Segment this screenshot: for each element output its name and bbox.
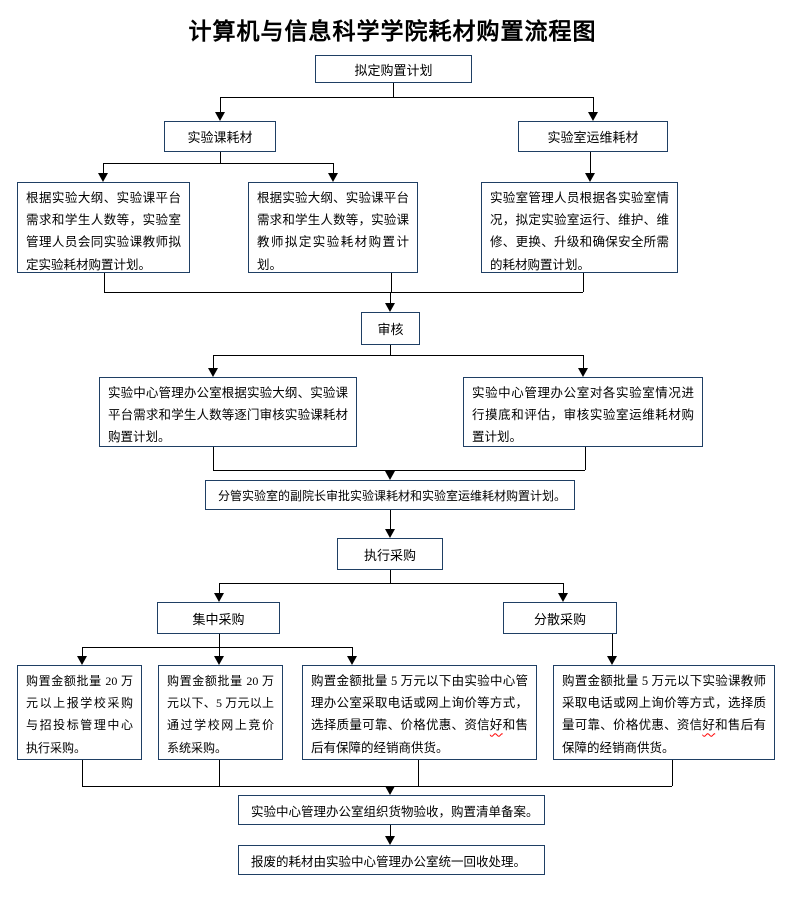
- node-plan-course-manager: 根据实验大纲、实验课平台需求和学生人数等，实验室管理人员会同实验课教师拟定实验耗…: [17, 182, 190, 273]
- flowchart-title: 计算机与信息科学学院耗材购置流程图: [188, 19, 597, 44]
- connector-line: [213, 447, 214, 470]
- node-central-purchase: 集中采购: [157, 602, 280, 634]
- node-review-course: 实验中心管理办公室根据实验大纲、实验课平台需求和学生人数等逐门审核实验课耗材购置…: [99, 377, 357, 447]
- connector-line: [352, 647, 353, 656]
- node-approve-text: 分管实验室的副院长审批实验课耗材和实验室运维耗材购置计划。: [218, 488, 567, 503]
- connector-line: [590, 152, 591, 173]
- node-acceptance-text: 实验中心管理办公室组织货物验收，购置清单备案。: [251, 804, 539, 819]
- connector-line: [219, 760, 220, 786]
- arrow-down-icon: [385, 529, 395, 538]
- node-review-course-text: 实验中心管理办公室根据实验大纲、实验课平台需求和学生人数等逐门审核实验课耗材购置…: [108, 386, 348, 445]
- connector-line: [82, 647, 352, 648]
- node-under-50k-office-text-sic: 好: [489, 718, 503, 733]
- node-lab-course-consumables: 实验课耗材: [164, 121, 276, 152]
- connector-line: [393, 83, 394, 97]
- connector-line: [612, 634, 613, 656]
- node-plan: 拟定购置计划: [315, 55, 472, 83]
- arrow-down-icon: [328, 173, 338, 182]
- connector-line: [220, 152, 221, 163]
- node-lab-ops-label: 实验室运维耗材: [547, 130, 639, 145]
- node-plan-course-manager-text: 根据实验大纲、实验课平台需求和学生人数等，实验室管理人员会同实验课教师拟定实验耗…: [26, 191, 181, 272]
- arrow-down-icon: [98, 173, 108, 182]
- node-recycle: 报废的耗材由实验中心管理办公室统一回收处理。: [238, 845, 545, 875]
- node-review-label: 审核: [377, 322, 404, 337]
- arrow-down-icon: [385, 836, 395, 845]
- arrow-down-icon: [585, 173, 595, 182]
- arrow-down-icon: [588, 112, 598, 121]
- node-lab-course-label: 实验课耗材: [187, 130, 253, 145]
- node-plan-course-teacher-text: 根据实验大纲、实验课平台需求和学生人数等，实验课教师拟定实验耗材购置计划。: [257, 191, 409, 272]
- arrow-down-icon: [214, 656, 224, 665]
- connector-line: [219, 583, 220, 593]
- node-under-50k-teacher-text-2: 和售后有保障的经销商供货。: [562, 718, 766, 755]
- connector-line: [103, 163, 104, 173]
- node-under-50k-teacher-text-1: 购置金额批量 5 万元以下实验课教师采取电话或网上询价等方式，选择质量可靠、价格…: [562, 674, 766, 733]
- connector-line: [585, 447, 586, 470]
- connector-line: [391, 273, 392, 292]
- arrow-down-icon: [215, 112, 225, 121]
- node-execute-label: 执行采购: [363, 547, 416, 563]
- node-50k-to-200k-text: 购置金额批量 20 万元以下、5 万元以上通过学校网上竞价系统采购。: [167, 674, 274, 755]
- arrow-down-icon: [208, 368, 218, 377]
- connector-line: [213, 355, 583, 356]
- connector-line: [104, 292, 583, 293]
- connector-line: [213, 355, 214, 368]
- node-under-50k-teacher-text-sic: 好: [702, 718, 716, 733]
- connector-line: [82, 786, 672, 787]
- connector-line: [213, 470, 585, 471]
- node-plan-ops: 实验室管理人员根据各实验室情况，拟定实验室运行、维护、维修、更换、升级和确保安全…: [481, 182, 678, 273]
- node-over-200k: 购置金额批量 20 万元以上报学校采购与招投标管理中心执行采购。: [17, 665, 142, 760]
- connector-line: [390, 825, 391, 836]
- node-plan-label: 拟定购置计划: [354, 62, 433, 78]
- node-plan-ops-text: 实验室管理人员根据各实验室情况，拟定实验室运行、维护、维修、更换、升级和确保安全…: [490, 191, 669, 272]
- connector-line: [82, 647, 83, 656]
- connector-line: [390, 292, 391, 303]
- connector-line: [104, 273, 105, 292]
- connector-line: [219, 583, 563, 584]
- connector-line: [219, 647, 220, 656]
- node-over-200k-text: 购置金额批量 20 万元以上报学校采购与招投标管理中心执行采购。: [26, 674, 133, 755]
- node-acceptance: 实验中心管理办公室组织货物验收，购置清单备案。: [238, 795, 545, 825]
- node-approve: 分管实验室的副院长审批实验课耗材和实验室运维耗材购置计划。: [205, 480, 575, 510]
- node-recycle-text: 报废的耗材由实验中心管理办公室统一回收处理。: [251, 854, 527, 869]
- arrow-down-icon: [578, 368, 588, 377]
- connector-line: [583, 355, 584, 368]
- connector-line: [418, 760, 419, 786]
- arrow-down-icon: [558, 593, 568, 602]
- arrow-down-icon: [214, 593, 224, 602]
- arrow-down-icon: [385, 471, 395, 480]
- arrow-down-icon: [607, 656, 617, 665]
- node-central-label: 集中采购: [192, 611, 245, 627]
- node-under-50k-office-text-1: 购置金额批量 5 万元以下由实验中心管理办公室采取电话或网上询价等方式，选择质量…: [311, 674, 528, 733]
- node-plan-course-teacher: 根据实验大纲、实验课平台需求和学生人数等，实验课教师拟定实验耗材购置计划。: [248, 182, 418, 273]
- node-execute-purchase: 执行采购: [337, 538, 443, 570]
- connector-line: [583, 273, 584, 292]
- node-under-50k-office-text-2: 和售后有保障的经销商供货。: [311, 718, 528, 755]
- connector-line: [82, 760, 83, 786]
- connector-line: [333, 163, 334, 173]
- connector-line: [672, 760, 673, 786]
- connector-line: [563, 583, 564, 593]
- connector-line: [103, 163, 333, 164]
- connector-line: [390, 345, 391, 355]
- arrow-down-icon: [385, 786, 395, 795]
- node-50k-to-200k: 购置金额批量 20 万元以下、5 万元以上通过学校网上竞价系统采购。: [158, 665, 283, 760]
- arrow-down-icon: [385, 303, 395, 312]
- node-lab-ops-consumables: 实验室运维耗材: [518, 121, 668, 152]
- node-under-50k-teacher: 购置金额批量 5 万元以下实验课教师采取电话或网上询价等方式，选择质量可靠、价格…: [553, 665, 775, 760]
- connector-line: [390, 510, 391, 529]
- connector-line: [390, 570, 391, 583]
- connector-line: [219, 634, 220, 647]
- arrow-down-icon: [77, 656, 87, 665]
- node-review-ops: 实验中心管理办公室对各实验室情况进行摸底和评估，审核实验室运维耗材购置计划。: [463, 377, 703, 447]
- node-review-ops-text: 实验中心管理办公室对各实验室情况进行摸底和评估，审核实验室运维耗材购置计划。: [472, 386, 694, 445]
- connector-line: [593, 97, 594, 112]
- node-review: 审核: [361, 312, 420, 345]
- node-dispersed-purchase: 分散采购: [503, 602, 617, 634]
- node-dispersed-label: 分散采购: [533, 611, 586, 627]
- connector-line: [220, 97, 221, 112]
- connector-line: [220, 97, 593, 98]
- arrow-down-icon: [347, 656, 357, 665]
- node-under-50k-office: 购置金额批量 5 万元以下由实验中心管理办公室采取电话或网上询价等方式，选择质量…: [302, 665, 537, 760]
